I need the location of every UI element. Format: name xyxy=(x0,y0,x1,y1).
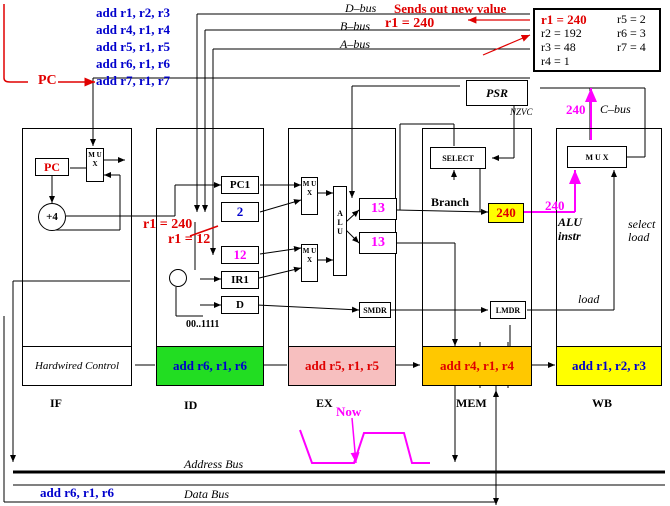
id-stage-instr: add r6, r1, r6 xyxy=(156,346,264,386)
id-reg-a: 2 xyxy=(221,202,259,222)
program-line-4: add r6, r1, r6 xyxy=(96,56,171,71)
mem-stage-instr: add r4, r1, r4 xyxy=(422,346,532,386)
address-bus-label: Address Bus xyxy=(184,457,244,471)
psr-flags: NZVC xyxy=(510,107,533,117)
register-file: r1 = 240 r2 = 192 r3 = 48 r4 = 1 r5 = 2 … xyxy=(533,8,661,72)
b-bus-label: B–bus xyxy=(340,19,370,33)
d-bus-note: Sends out new value xyxy=(394,1,507,16)
wb-stage-instr: add r1, r2, r3 xyxy=(556,346,662,386)
mem-lmdr: LMDR xyxy=(490,301,526,319)
if-control: Hardwired Control xyxy=(22,346,132,386)
id-stage-label: ID xyxy=(184,398,198,412)
c-bus-value: 240 xyxy=(566,102,586,117)
id-ir1: IR1 xyxy=(221,271,259,289)
id-d: D xyxy=(221,296,259,314)
wb-select-load: select load xyxy=(628,217,656,244)
program-line-3: add r5, r1, r5 xyxy=(96,39,171,54)
ex-mux-a: M U X xyxy=(301,177,318,215)
ex-operand-b: 13 xyxy=(359,232,397,254)
mem-branch-label: Branch xyxy=(431,195,470,209)
program-line-2: add r4, r1, r4 xyxy=(96,22,171,37)
reg-r4: r4 = 1 xyxy=(541,54,570,68)
d-bus-label: D–bus xyxy=(345,1,377,15)
id-sign-extend-circle xyxy=(169,269,187,287)
if-mux: M U X xyxy=(86,148,104,182)
if-pc-register: PC xyxy=(35,158,69,176)
reg-r5: r5 = 2 xyxy=(617,12,646,26)
ex-smdr: SMDR xyxy=(359,302,391,318)
wb-load-label: load xyxy=(578,292,600,306)
id-constant: 00..1111 xyxy=(186,319,220,330)
ex-stage-label: EX xyxy=(316,396,333,410)
id-forward-new: r1 = 240 xyxy=(143,217,193,232)
ex-mux-b: M U X xyxy=(301,244,318,282)
ex-alu: A L U xyxy=(333,186,347,276)
program-line-1: add r1, r2, r3 xyxy=(96,5,171,20)
id-reg-b: 12 xyxy=(221,246,259,264)
ex-operand-a: 13 xyxy=(359,198,397,220)
if-stage-label: IF xyxy=(50,396,62,410)
d-bus-value: r1 = 240 xyxy=(385,16,435,31)
ex-stage-instr: add r5, r1, r5 xyxy=(288,346,396,386)
fetched-instruction: add r6, r1, r6 xyxy=(40,485,115,500)
wb-stage-label: WB xyxy=(592,396,613,410)
pc-pointer-label: PC xyxy=(38,73,57,88)
wb-out-value: 240 xyxy=(545,198,565,213)
reg-r1: r1 = 240 xyxy=(541,12,587,27)
wb-mux: M U X xyxy=(567,146,627,168)
c-bus-label: C–bus xyxy=(600,102,631,116)
reg-r7: r7 = 4 xyxy=(617,40,646,54)
now-marker: Now xyxy=(336,404,362,419)
reg-r3: r3 = 48 xyxy=(541,40,576,54)
psr-register: PSR xyxy=(466,80,528,106)
id-pc1: PC1 xyxy=(221,176,259,194)
reg-r2: r2 = 192 xyxy=(541,26,582,40)
mem-result: 240 xyxy=(488,203,524,223)
mem-select: SELECT xyxy=(430,147,486,169)
reg-r6: r6 = 3 xyxy=(617,26,646,40)
if-adder: +4 xyxy=(38,203,66,231)
mem-stage-label: MEM xyxy=(456,396,487,410)
data-bus-label: Data Bus xyxy=(184,487,229,501)
wb-alu-instr: ALU instr xyxy=(558,215,582,243)
a-bus-label: A–bus xyxy=(340,37,370,51)
id-forward-old: r1 = 12 xyxy=(168,232,211,247)
program-line-5: add r7, r1, r7 xyxy=(96,73,171,88)
